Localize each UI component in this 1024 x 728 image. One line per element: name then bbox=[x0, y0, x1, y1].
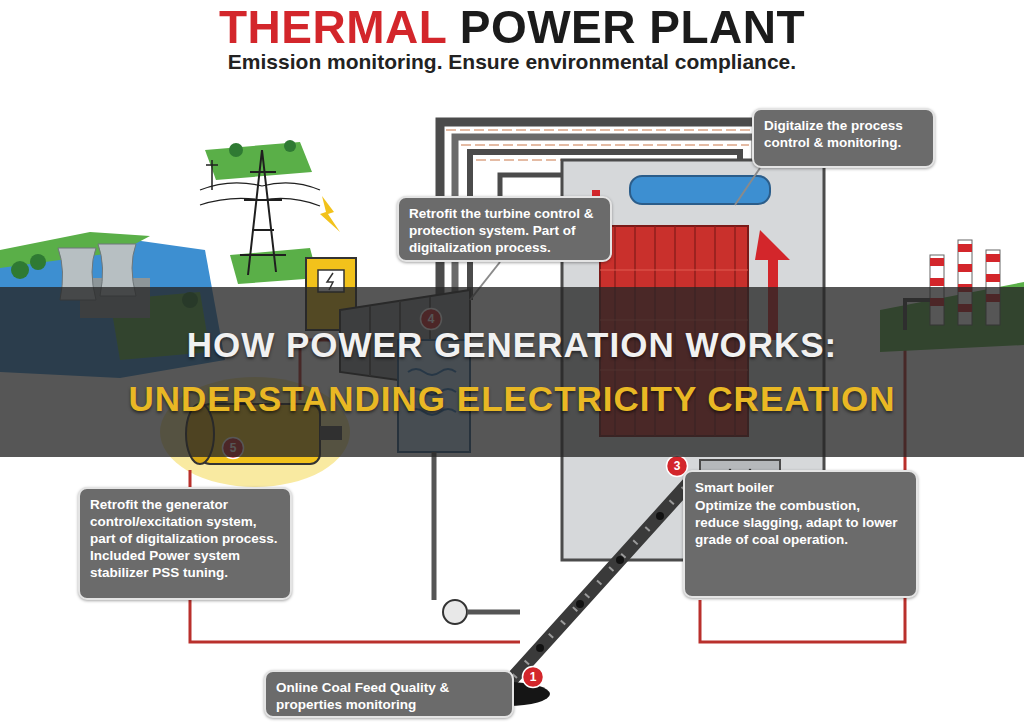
lake-with-cooling-towers-part bbox=[11, 261, 29, 279]
transmission-lines-part bbox=[200, 183, 320, 206]
callout-text: Optimize the combustion, reduce slagging… bbox=[695, 497, 906, 548]
callout-text: Smart boiler bbox=[695, 479, 906, 496]
leader-line-part bbox=[735, 168, 760, 205]
callout-box: Retrofit the generator control/excitatio… bbox=[78, 487, 292, 600]
banner-heading: HOW POWER GENERATION WORKS: bbox=[187, 318, 838, 372]
transmission-lines-part bbox=[284, 140, 296, 152]
coal-conveyor-part bbox=[502, 482, 690, 690]
coal-conveyor-part bbox=[536, 644, 544, 652]
callout-number-circle: 1 bbox=[521, 665, 545, 689]
lake-with-cooling-towers-part bbox=[30, 254, 46, 270]
callout-text: Retrofit the generator control/excitatio… bbox=[90, 496, 280, 581]
banner-heading: UNDERSTANDING ELECTRICITY CREATION bbox=[128, 372, 895, 426]
number-circle-fill bbox=[421, 309, 442, 330]
callout-box: Smart boilerOptimize the combustion, red… bbox=[683, 470, 918, 598]
coal-conveyor-part bbox=[576, 600, 584, 608]
callout-box: Online Coal Feed Quality & properties mo… bbox=[264, 670, 514, 718]
condenser-part bbox=[443, 600, 467, 624]
coal-conveyor-part bbox=[616, 556, 624, 564]
condenser-part bbox=[467, 610, 520, 615]
callout-text: Online Coal Feed Quality & properties mo… bbox=[276, 679, 502, 713]
transmission-lines-part bbox=[320, 196, 340, 232]
callout-box: Retrofit the turbine control & protectio… bbox=[397, 196, 612, 262]
coal-conveyor-part bbox=[656, 512, 664, 520]
diagram-title: THERMAL POWER PLANT bbox=[219, 2, 805, 52]
title-area: THERMAL POWER PLANT bbox=[0, 0, 1024, 52]
number-circle-fill bbox=[223, 438, 244, 459]
transmission-lines-part bbox=[240, 150, 286, 275]
coal-conveyor-part bbox=[502, 482, 690, 690]
callout-box: Digitalize the process control & monitor… bbox=[752, 108, 935, 168]
boiler-building-part bbox=[630, 176, 770, 204]
callout-text: Digitalize the process control & monitor… bbox=[764, 117, 923, 151]
callout-text: Retrofit the turbine control & protectio… bbox=[409, 205, 600, 256]
title-banner: HOW POWER GENERATION WORKS:UNDERSTANDING… bbox=[0, 287, 1024, 457]
steam-pipes-part bbox=[446, 130, 764, 160]
transmission-lines-part bbox=[229, 143, 243, 157]
subtitle-note: Emission monitoring. Ensure environmenta… bbox=[0, 50, 1024, 74]
condenser-part bbox=[432, 452, 437, 600]
transmission-lines-part bbox=[206, 160, 218, 190]
callout-number: 1 bbox=[521, 665, 545, 689]
